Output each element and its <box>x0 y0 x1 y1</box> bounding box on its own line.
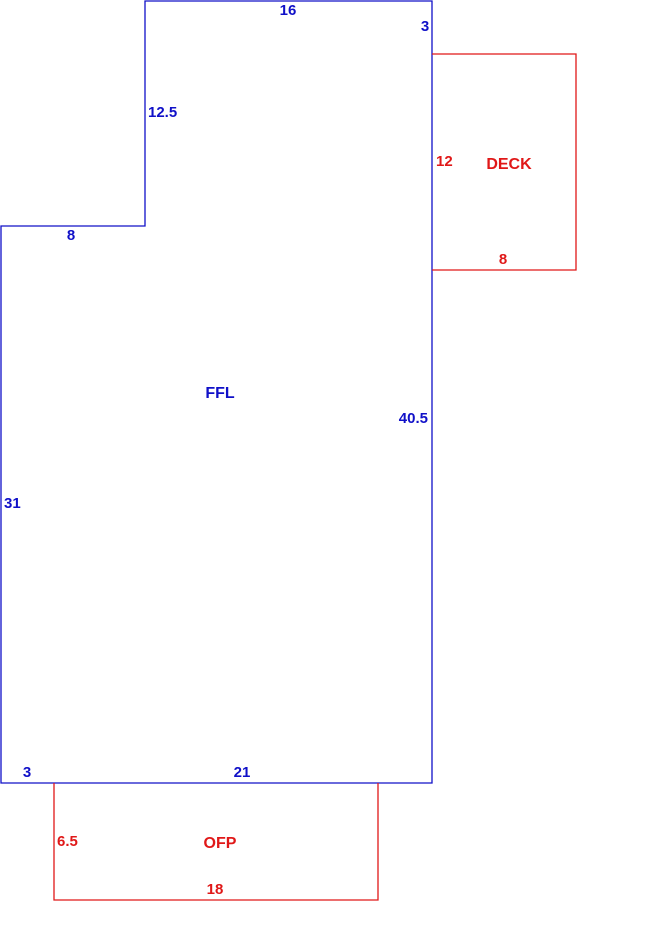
porch-area-label: OFP <box>204 835 237 852</box>
main-notch-dimension: 3 <box>421 18 429 35</box>
main-area-label: FFL <box>205 385 235 402</box>
main-left-dimension: 31 <box>4 495 21 512</box>
deck-width-dimension: 8 <box>499 251 507 268</box>
main-top-dimension: 16 <box>280 2 297 19</box>
main-right-dimension: 40.5 <box>399 410 428 427</box>
porch-height-dimension: 6.5 <box>57 833 78 850</box>
deck-outline <box>432 53 577 271</box>
main-bottom-dimension: 21 <box>234 764 251 781</box>
main-area-outline <box>0 0 433 784</box>
main-bottom-left-dimension: 3 <box>23 764 31 781</box>
deck-area-label: DECK <box>486 156 532 173</box>
porch-outline <box>53 783 379 901</box>
deck-height-dimension: 12 <box>436 153 453 170</box>
porch-width-dimension: 18 <box>207 881 224 898</box>
main-upper-left-dimension: 12.5 <box>148 104 177 121</box>
main-step-dimension: 8 <box>67 227 75 244</box>
